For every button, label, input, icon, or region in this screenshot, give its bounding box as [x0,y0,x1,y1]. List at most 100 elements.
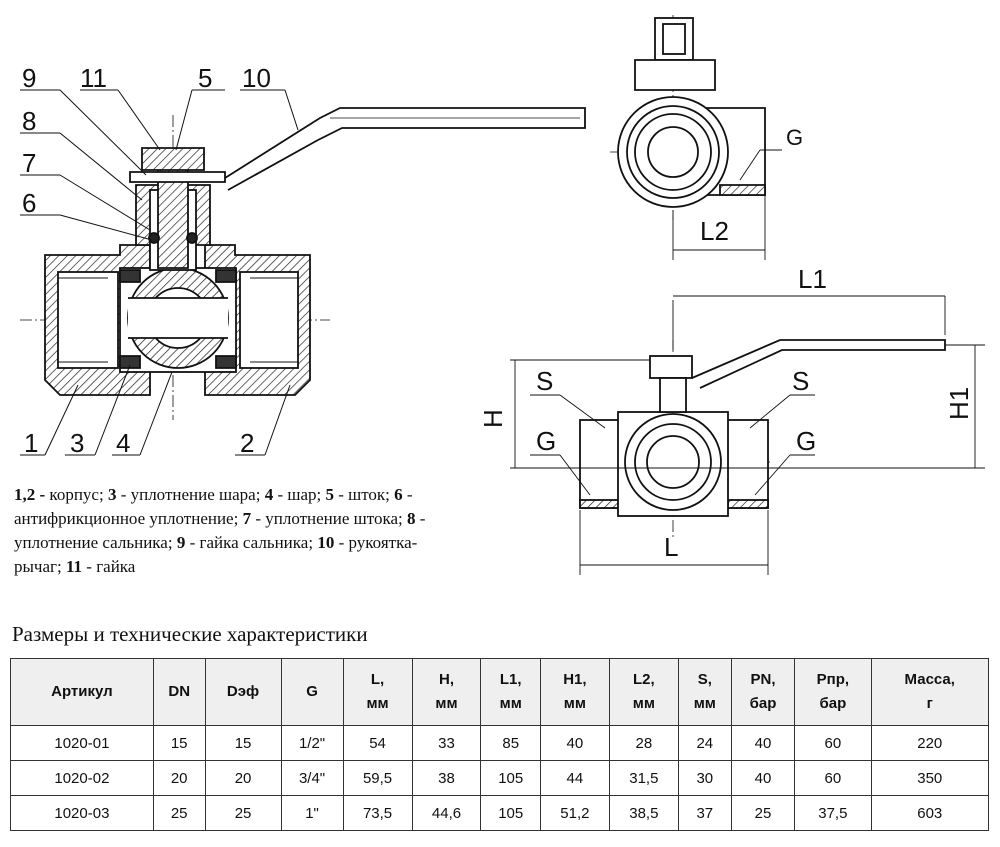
legend-number: 6 [394,485,403,504]
table-cell: 105 [480,795,541,831]
column-header-line1: Dэф [226,683,260,700]
table-cell: 28 [608,725,679,761]
column-header-line2: мм [563,695,586,712]
technical-drawings: 9 11 5 10 8 7 6 1 3 4 2 G L2 [20,15,985,575]
legend-text: - рукоятка-рычаг; [14,533,418,576]
table-cell: 73,5 [342,795,413,831]
section-callouts: 9 11 5 10 8 7 6 1 3 4 2 [22,63,271,458]
column-header: L1, мм [480,658,541,726]
column-header-line2: г [926,695,933,712]
table-cell: 40 [539,725,610,761]
label-h1: H1 [944,387,974,420]
callout-8: 8 [22,106,36,136]
column-header-line2: бар [819,695,847,712]
label-g-side: G [786,125,803,150]
table-cell: 44,6 [411,795,482,831]
column-header-line2: мм [693,695,716,712]
callout-7: 7 [22,148,36,178]
table-cell: 54 [342,725,413,761]
front-view-labels: L1 S S G G H H1 L [478,264,974,562]
table-cell: 1020-02 [10,760,154,796]
legend-number: 5 [325,485,334,504]
table-cell: 1/2" [280,725,344,761]
legend-number: 3 [107,485,117,504]
callout-4: 4 [116,428,130,458]
label-g-right: G [796,426,816,456]
table-cell: 60 [794,760,872,796]
table-cell: 44 [539,760,610,796]
legend-number: 11 [65,557,83,576]
table-cell: 3/4" [280,760,344,796]
table-cell: 51,2 [539,795,610,831]
table-cell: 1" [280,795,344,831]
table-cell: 20 [152,760,206,796]
legend-number: 10 [317,533,335,552]
table-cell: 40 [730,725,796,761]
table-cell: 85 [480,725,541,761]
column-header-line1: G [306,683,318,700]
table-cell: 15 [152,725,206,761]
callout-6: 6 [22,188,36,218]
legend-text: корпус; [45,485,108,504]
table-cell: 37,5 [794,795,872,831]
column-header: Масса, г [870,658,989,726]
label-l1: L1 [798,264,827,294]
column-header-line1: DN [168,683,191,700]
column-header: Артикул [10,658,154,726]
column-header-line1: L1, [499,671,522,688]
legend-number: 4 [264,485,274,504]
legend-number: 8 [407,509,416,528]
callout-1: 1 [24,428,38,458]
table-cell: 105 [480,760,541,796]
column-header: PN, бар [730,658,796,726]
column-header: Dэф [204,658,282,726]
table-cell: 40 [730,760,796,796]
column-header-line2: мм [632,695,655,712]
table-cell: 37 [677,795,732,831]
table-cell: 350 [870,760,989,796]
parts-legend: 1,2 - корпус; 3 - уплотнение шара; 4 - ш… [14,483,464,579]
side-view [610,15,782,260]
legend-text: - антифрикционное уплотнение; [14,485,413,528]
table-cell: 31,5 [608,760,679,796]
side-view-labels: G L2 [700,125,803,246]
callout-2: 2 [240,428,254,458]
table-title: Размеры и технические характеристики [12,622,368,646]
section-view [20,89,586,456]
label-s-right: S [792,366,809,396]
column-header-line1: Масса, [904,671,955,688]
column-header: H1,мм [539,658,610,726]
callout-3: 3 [70,428,84,458]
callout-11: 11 [80,63,107,93]
table-cell: 33 [411,725,482,761]
column-header-line1: Артикул [51,683,113,700]
legend-number: 7 [242,509,252,528]
label-l: L [664,532,678,562]
column-header: S,мм [677,658,732,726]
table-cell: 25 [152,795,206,831]
label-s-left: S [536,366,553,396]
column-header-line2: мм [435,695,458,712]
column-header-line1: L, [370,671,385,688]
legend-text: - уплотнение штока; [251,509,407,528]
table-cell: 24 [677,725,732,761]
column-header: H,мм [411,658,482,726]
column-header-line2: бар [749,695,777,712]
callout-10: 10 [242,63,271,93]
column-header: Рпр, бар [794,658,872,726]
callout-9: 9 [22,63,36,93]
column-header-line1: PN, [750,671,776,688]
legend-text: - уплотнение сальника; [14,509,426,552]
table-cell: 60 [794,725,872,761]
table-cell: 1020-03 [10,795,154,831]
table-cell: 1020-01 [10,725,154,761]
column-header: DN [152,658,206,726]
column-header-line1: L2, [633,671,655,688]
column-header-line2: мм [499,695,522,712]
column-header: L2, мм [608,658,679,726]
column-header-line1: Рпр, [816,671,850,688]
